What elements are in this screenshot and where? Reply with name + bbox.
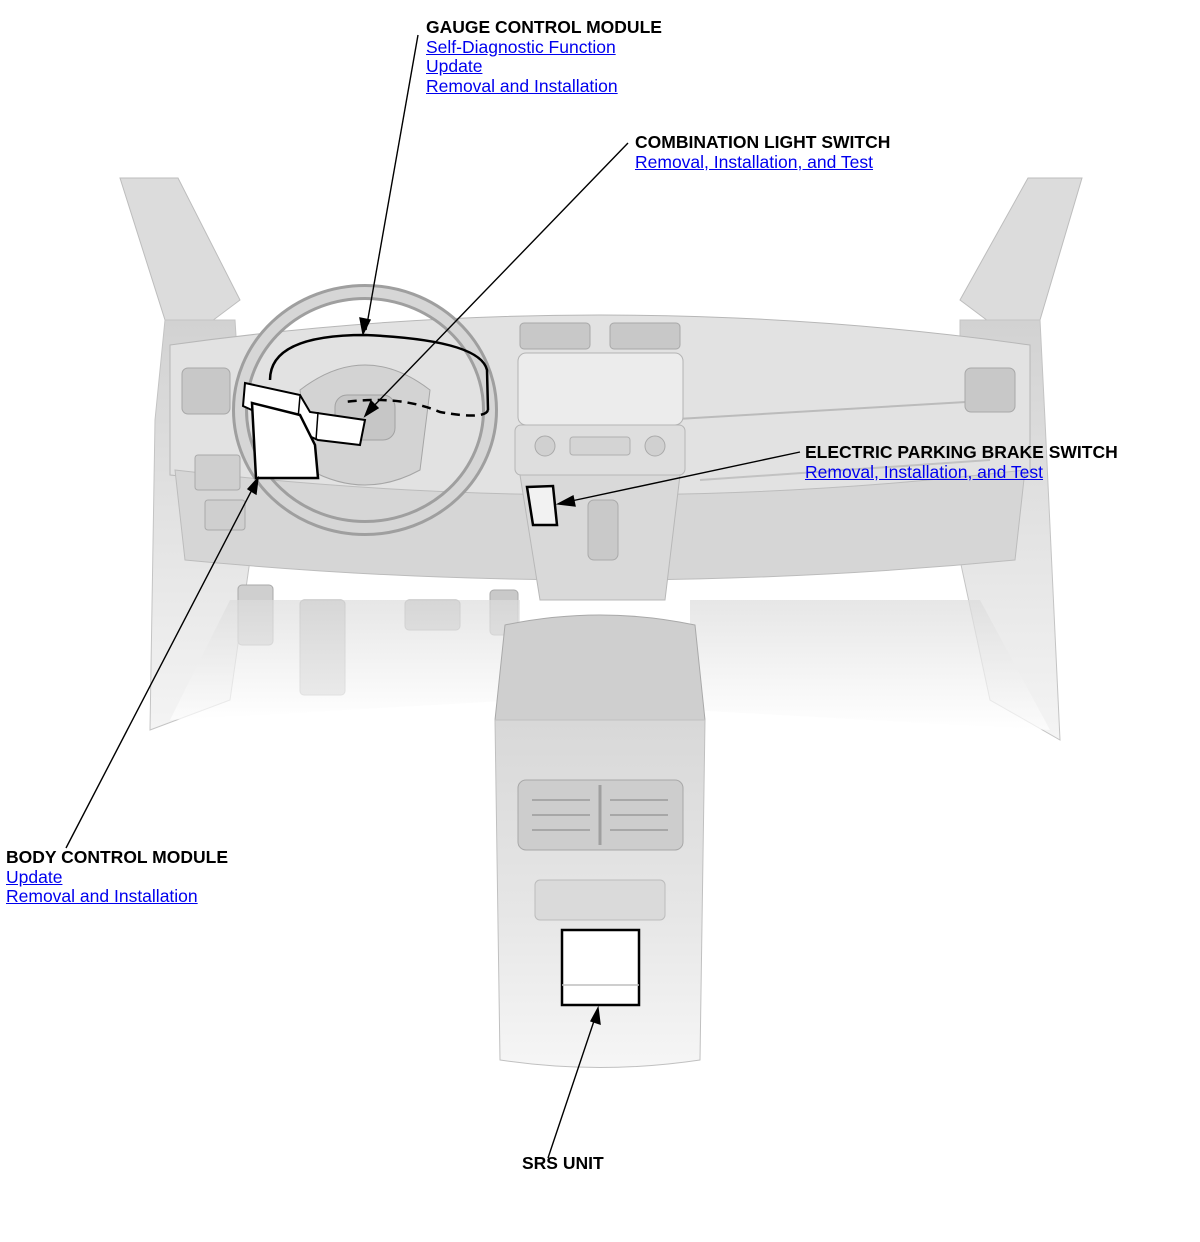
gauge-leader-line [365,34,419,331]
combination-switch-arrowhead [363,399,380,418]
body-control-module-title: BODY CONTROL MODULE [6,847,228,867]
center-console [494,614,706,1068]
srs-leader-line [547,1011,598,1159]
body-control-arrowhead [246,475,259,496]
parking-brake-switch-title: ELECTRIC PARKING BRAKE SWITCH [805,442,1118,462]
combination-light-switch-title: COMBINATION LIGHT SWITCH [635,132,891,152]
gauge-arrowhead [359,317,372,337]
footwell [170,589,1050,730]
combination-light-switch-callout: COMBINATION LIGHT SWITCH Removal, Instal… [635,132,891,172]
srs-arrowhead [589,1005,601,1026]
combination-switch-leader-line [367,142,629,413]
gauge-removal-installation-link[interactable]: Removal and Installation [426,75,618,96]
center-stack [514,352,686,601]
body-control-module-callout: BODY CONTROL MODULE Update Removal and I… [6,847,228,907]
parking-brake-arrowhead [555,494,576,507]
gauge-update-link[interactable]: Update [426,56,483,76]
body-control-module-box [250,401,320,480]
body-control-leader-line [65,481,257,849]
combination-light-switch-link[interactable]: Removal, Installation, and Test [635,151,874,172]
parking-brake-switch-callout: ELECTRIC PARKING BRAKE SWITCH Removal, I… [805,442,1118,482]
parking-brake-switch-link[interactable]: Removal, Installation, and Test [805,461,1044,482]
gauge-control-module-title: GAUGE CONTROL MODULE [426,17,662,37]
parking-brake-leader-line [561,451,801,504]
parking-brake-switch-box [525,484,559,527]
gauge-control-module-outline-hidden [344,398,490,417]
gauge-self-diagnostic-link[interactable]: Self-Diagnostic Function [426,36,616,57]
gauge-control-module-outline [268,333,490,411]
srs-unit-callout: SRS UNIT [522,1153,604,1174]
leader-lines [65,34,801,1159]
dashboard-vents [181,322,1016,415]
srs-unit-title: SRS UNIT [522,1153,604,1173]
a-pillars [119,177,1083,331]
srs-unit-box [560,928,641,1007]
body-control-removal-installation-link[interactable]: Removal and Installation [6,886,198,906]
gauge-control-module-callout: GAUGE CONTROL MODULE Self-Diagnostic Fun… [426,17,662,96]
component-markers [241,333,641,1007]
body-control-update-link[interactable]: Update [6,866,63,887]
